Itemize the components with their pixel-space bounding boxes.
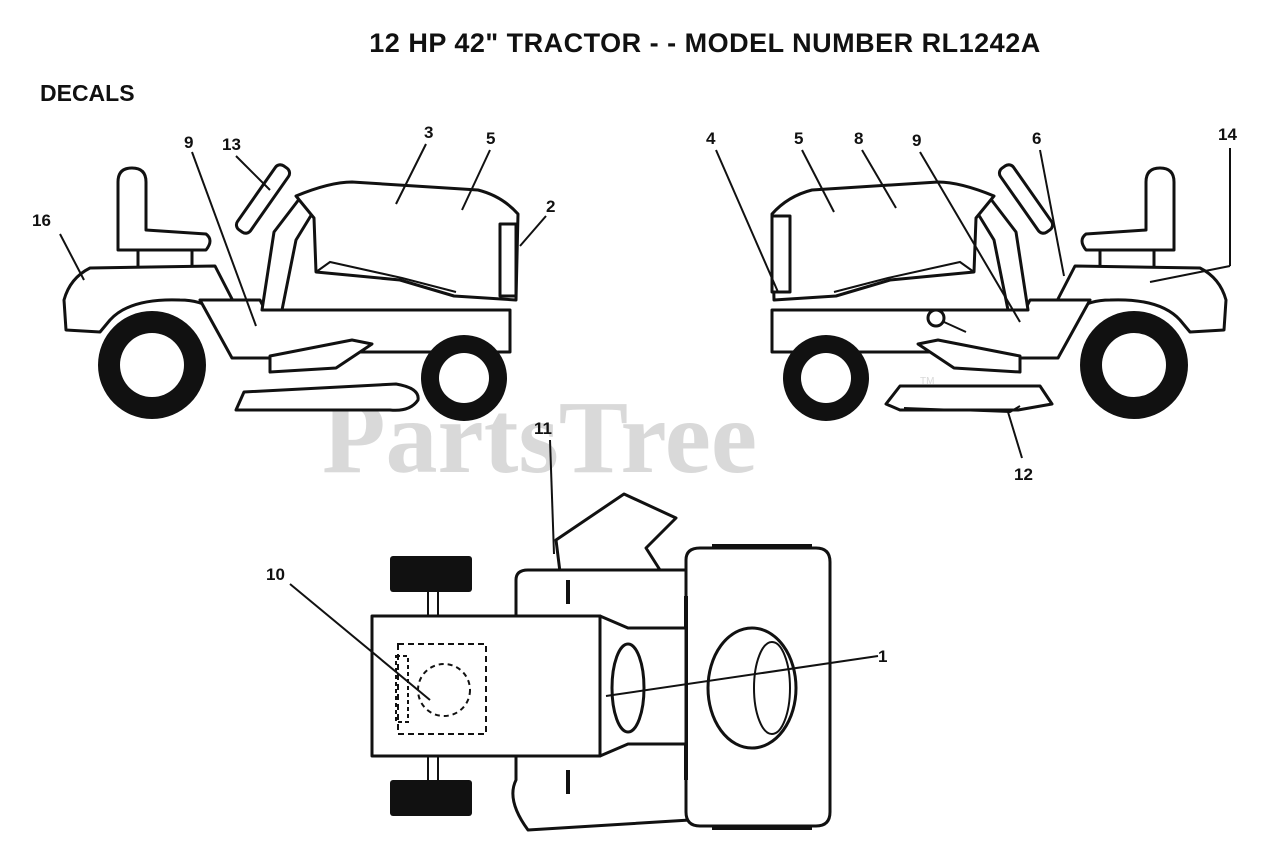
- steering-wheel-right: [997, 163, 1055, 235]
- seat-right: [1080, 166, 1176, 252]
- leader-5-right: [801, 149, 835, 213]
- leader-16: [59, 233, 85, 281]
- seat-left: [116, 166, 212, 252]
- seat-back-dashed: [395, 655, 409, 723]
- callout-4: 4: [706, 129, 716, 148]
- rear-rim-left: [120, 333, 184, 397]
- callout-16: 16: [32, 211, 51, 230]
- leader-11: [549, 439, 555, 555]
- deck-right: [884, 384, 1054, 412]
- console-top: [610, 642, 646, 734]
- rear-tire-top-lower: [390, 780, 472, 816]
- callout-11: 11: [534, 419, 552, 438]
- callout-9-right: 9: [912, 131, 921, 150]
- hood-right: [770, 180, 996, 302]
- leader-4: [715, 149, 779, 293]
- callout-6: 6: [1032, 129, 1041, 148]
- callout-9-left: 9: [184, 133, 193, 152]
- leader-10: [289, 583, 431, 701]
- seat-outline-dashed: [397, 643, 487, 735]
- leader-1: [605, 655, 879, 697]
- callout-14: 14: [1218, 125, 1237, 144]
- section-label: DECALS: [40, 80, 135, 106]
- callout-5-right: 5: [794, 129, 803, 148]
- callout-8: 8: [854, 129, 863, 148]
- leader-13: [235, 155, 271, 191]
- front-rim-right: [801, 353, 851, 403]
- callout-1: 1: [878, 647, 887, 666]
- callout-12: 12: [1014, 465, 1033, 484]
- steering-wheel-left: [234, 163, 292, 235]
- watermark-tm: TM: [920, 376, 934, 387]
- footrest-right: [916, 338, 1022, 374]
- grille-left: [498, 222, 518, 298]
- callout-5-left: 5: [486, 129, 495, 148]
- front-rim-left: [439, 353, 489, 403]
- hood-left: [294, 180, 520, 302]
- hood-seam-left: [315, 260, 457, 293]
- leader-14b: [1149, 265, 1231, 283]
- deck-left: [234, 382, 420, 412]
- leader-2: [519, 215, 547, 247]
- hood-dome-inner: [753, 641, 791, 735]
- leader-3: [395, 143, 427, 205]
- page-title: 12 HP 42" TRACTOR - - MODEL NUMBER RL124…: [369, 28, 1041, 58]
- leader-9-right: [919, 151, 1021, 323]
- leader-12: [1007, 411, 1023, 459]
- callout-10: 10: [266, 565, 285, 584]
- hood-dome-top: [706, 626, 798, 750]
- ignition-key-icon: [926, 308, 946, 328]
- hood-seam-right: [833, 260, 975, 293]
- tractor-top-view: 11 10 1: [266, 419, 887, 832]
- callout-2: 2: [546, 197, 555, 216]
- leader-6: [1039, 149, 1065, 277]
- leader-9-left: [191, 151, 257, 327]
- rear-tire-top-upper: [390, 556, 472, 592]
- grille-right: [770, 214, 792, 294]
- ignition-key-shaft: [943, 321, 967, 333]
- deck-chute-right: [903, 405, 1021, 414]
- callout-13: 13: [222, 135, 241, 154]
- footrest-left: [268, 338, 374, 374]
- leader-5-left: [461, 149, 491, 211]
- leader-8: [861, 149, 897, 209]
- tractor-left-side-view: 16 9 13 3 5 2: [32, 123, 555, 421]
- discharge-chute-top: [554, 492, 678, 574]
- tractor-right-side-view: 4 5 8 9 6 14 12: [706, 125, 1237, 484]
- callout-3: 3: [424, 123, 433, 142]
- rear-rim-right: [1102, 333, 1166, 397]
